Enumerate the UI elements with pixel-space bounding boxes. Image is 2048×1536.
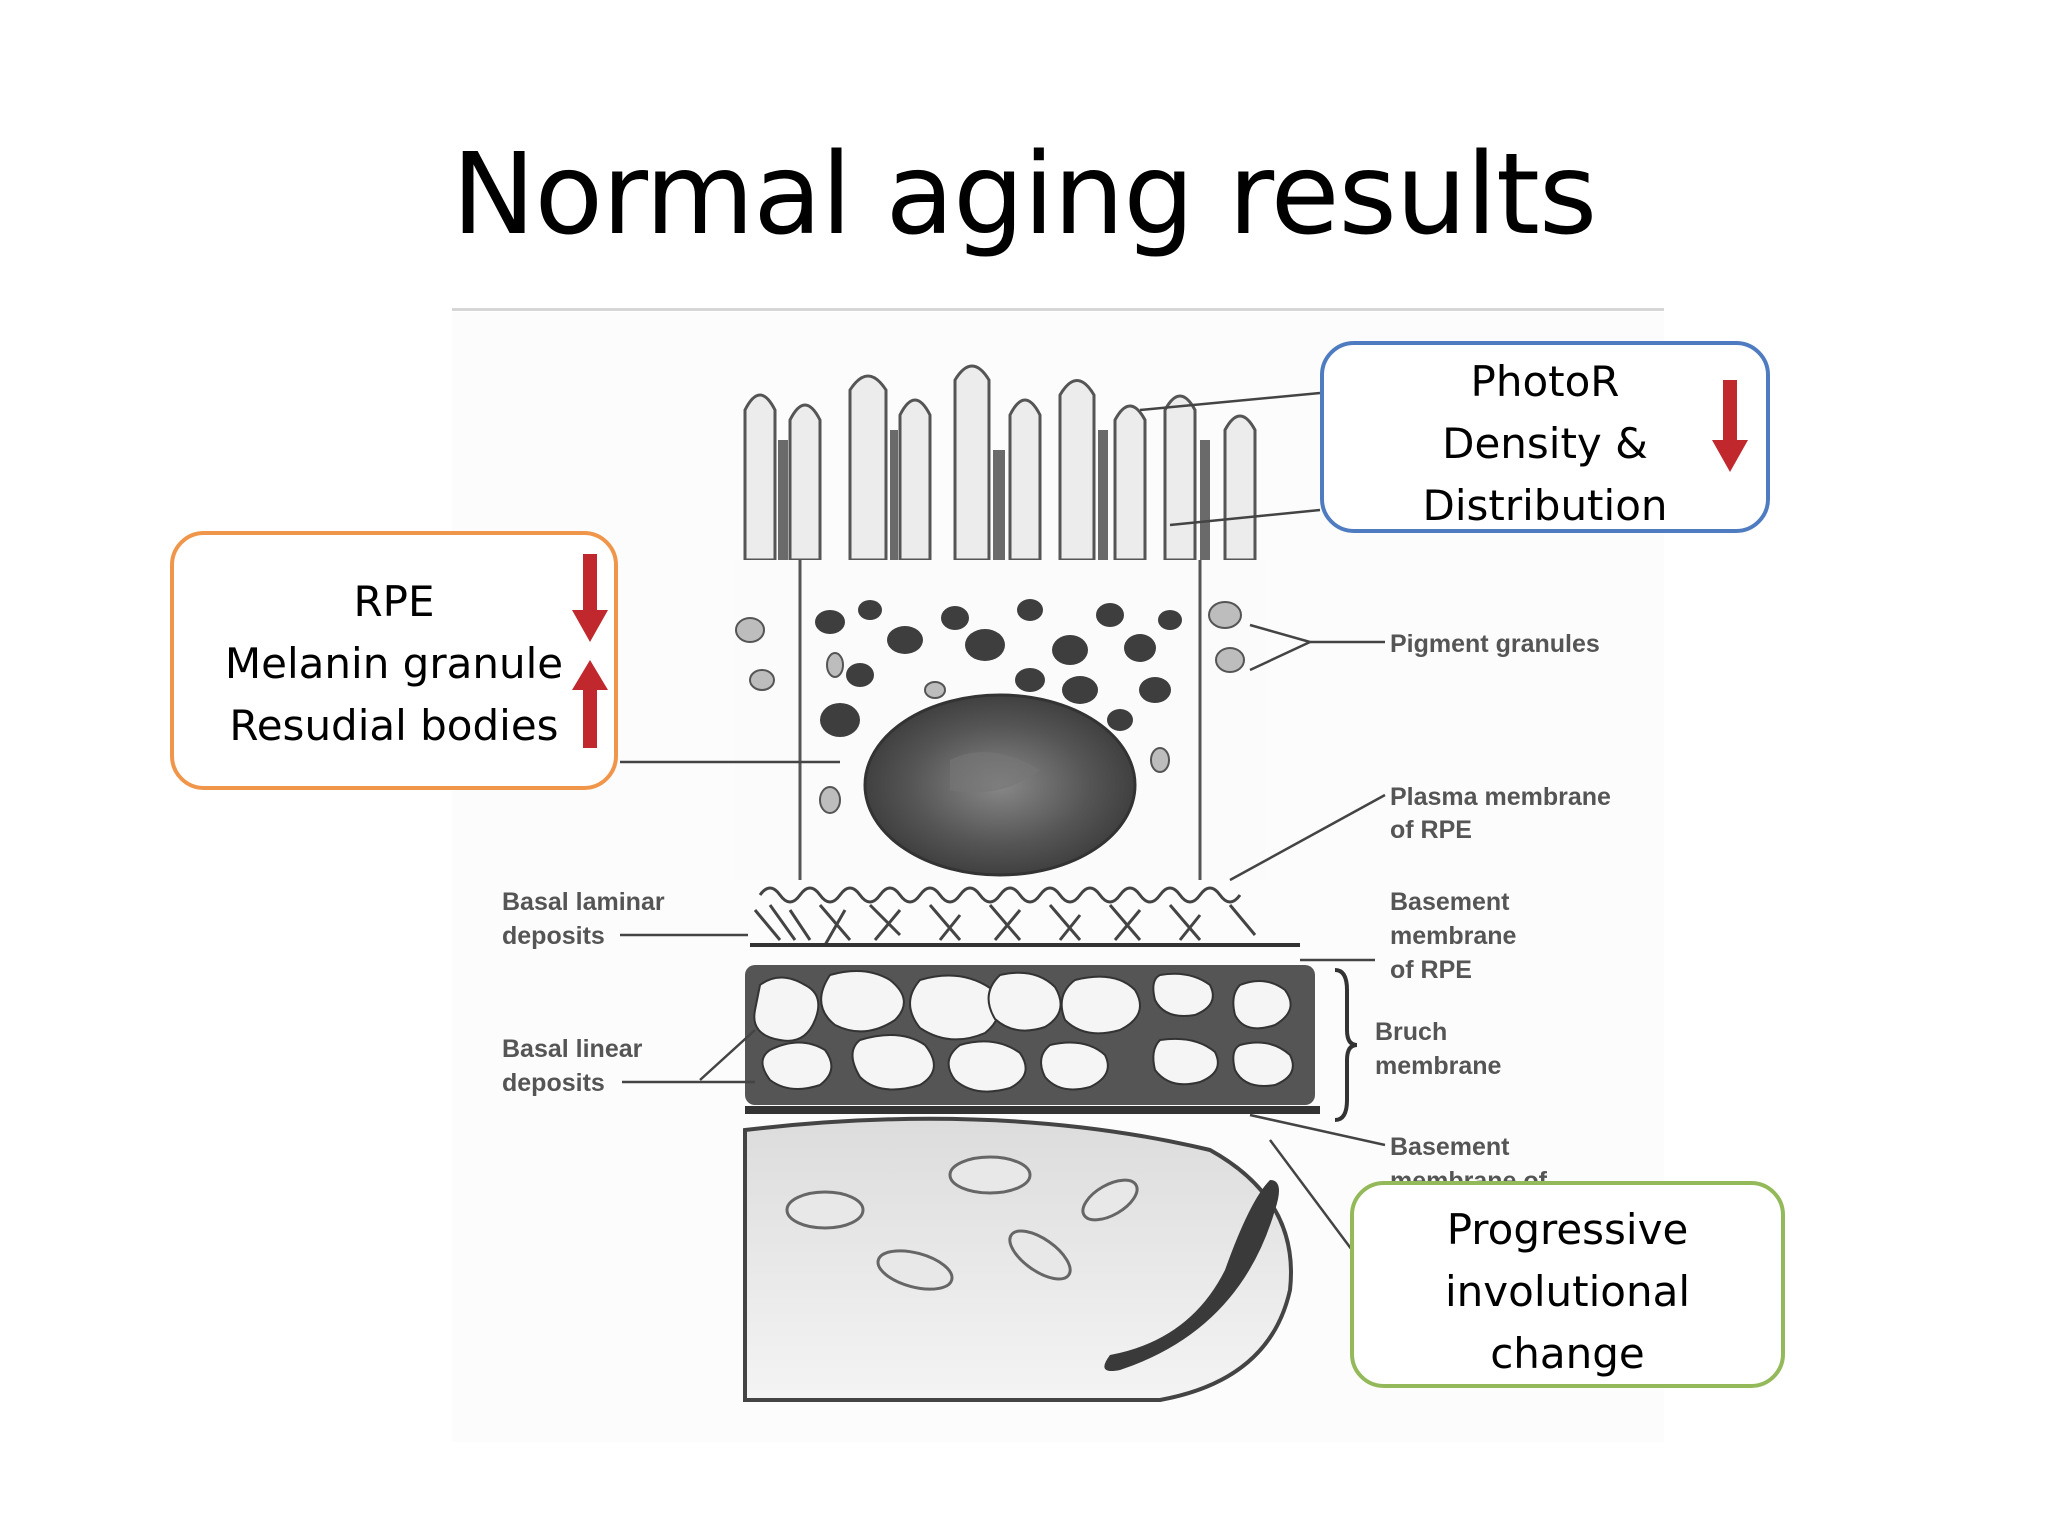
label-basal-linear-1: Basal linear	[502, 1035, 643, 1063]
callout-rpe-line-3: Resudial bodies	[229, 701, 559, 750]
slide-title: Normal aging results	[451, 130, 1598, 260]
callout-rpe-line-2: Melanin granule	[224, 639, 564, 688]
callout-prog-line-1: Progressive	[1446, 1205, 1689, 1254]
pigment-granules	[815, 599, 1182, 737]
photoreceptor-segments	[743, 364, 1257, 562]
callout-photor-line-1: PhotoR	[1470, 357, 1620, 406]
callout-rpe: RPE Melanin granule Resudial bodies	[170, 531, 618, 790]
basal-linear-deposits	[753, 970, 1294, 1093]
label-pigment-granules: Pigment granules	[1390, 630, 1600, 658]
increase-arrow-icon	[572, 660, 608, 748]
callout-prog-line-2: involutional	[1445, 1267, 1690, 1316]
label-basement-choroid-1: Basement	[1390, 1133, 1510, 1161]
decrease-arrow-icon	[572, 554, 608, 642]
callout-rpe-line-1: RPE	[353, 577, 435, 626]
label-basement-rpe-2: membrane	[1390, 922, 1517, 950]
title-divider	[452, 308, 1664, 311]
label-basement-rpe-3: of RPE	[1390, 956, 1472, 984]
label-basement-rpe-1: Basement	[1390, 888, 1510, 916]
label-basal-laminar-2: deposits	[502, 922, 605, 950]
label-bruch-1: Bruch	[1375, 1018, 1447, 1046]
label-basal-linear-2: deposits	[502, 1069, 605, 1097]
callout-progressive-change: Progressive involutional change	[1350, 1181, 1785, 1388]
callout-prog-line-3: change	[1490, 1329, 1645, 1378]
label-bruch-2: membrane	[1375, 1052, 1502, 1080]
callout-photor-line-2: Density &	[1442, 419, 1648, 468]
label-plasma-membrane-2: of RPE	[1390, 816, 1472, 844]
label-plasma-membrane-1: Plasma membrane	[1390, 783, 1611, 811]
callout-photoreceptor: PhotoR Density & Distribution	[1320, 341, 1770, 533]
decrease-arrow-icon	[1712, 380, 1748, 472]
callout-photor-line-3: Distribution	[1422, 481, 1668, 530]
label-basal-laminar-1: Basal laminar	[502, 888, 665, 916]
